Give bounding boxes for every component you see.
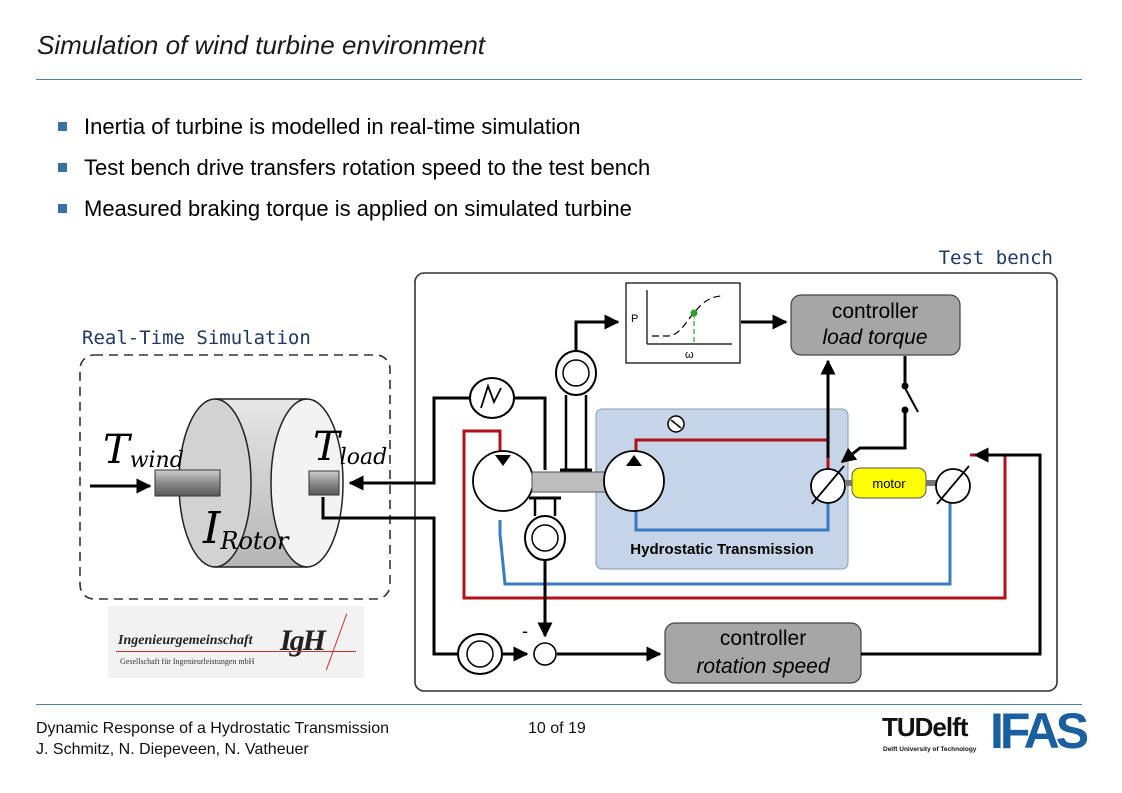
t-wind-symbol: Twind bbox=[103, 427, 184, 473]
page-number: 10 of 19 bbox=[528, 720, 586, 737]
torque-sensor-bottom bbox=[524, 496, 566, 561]
bullet-square-icon bbox=[58, 204, 67, 213]
svg-text:load torque: load torque bbox=[822, 326, 927, 349]
bullet-square-icon bbox=[58, 122, 67, 131]
minus-sign: - bbox=[522, 621, 528, 641]
igh-logo-name: Ingenieurgemeinschaft bbox=[118, 633, 253, 648]
bullet-list: Inertia of turbine is modelled in real-t… bbox=[56, 112, 650, 235]
filter-block bbox=[469, 377, 515, 419]
coupling-shaft bbox=[531, 471, 609, 493]
pump-right bbox=[603, 450, 665, 512]
footer-authors: J. Schmitz, N. Diepeveen, N. Vatheuer bbox=[36, 741, 309, 758]
footer-title: Dynamic Response of a Hydrostatic Transm… bbox=[36, 720, 390, 737]
t-load-symbol: Tload bbox=[313, 424, 387, 470]
bullet-item: Test bench drive transfers rotation spee… bbox=[56, 153, 650, 194]
variable-motor-2 bbox=[935, 465, 971, 505]
svg-text:P: P bbox=[631, 313, 638, 325]
speed-sensor bbox=[457, 633, 503, 675]
footer-divider bbox=[36, 704, 1082, 705]
svg-text:ω: ω bbox=[685, 349, 694, 361]
realtime-frame bbox=[79, 354, 391, 600]
ifas-logo: IFAS bbox=[990, 703, 1089, 759]
controller-load-torque bbox=[790, 294, 961, 356]
igh-logo-mark: IgH bbox=[280, 624, 326, 657]
motor-label: motor bbox=[872, 476, 906, 491]
title-divider bbox=[36, 79, 1082, 80]
pump-left bbox=[472, 450, 534, 512]
igh-logo: Ingenieurgemeinschaft IgH Gesellschaft f… bbox=[108, 606, 364, 678]
torque-sensor-top bbox=[555, 350, 597, 472]
summing-junction bbox=[533, 642, 557, 666]
igh-logo-sub: Gesellschaft für Ingenieurleistungen mbH bbox=[120, 657, 255, 666]
characteristic-curve: P ω bbox=[625, 282, 741, 364]
rotor-drum bbox=[154, 398, 344, 568]
signal-lines bbox=[321, 314, 1042, 662]
realtime-label: Real-Time Simulation bbox=[82, 327, 311, 349]
bullet-item: Inertia of turbine is modelled in real-t… bbox=[56, 112, 650, 153]
test-bench-label: Test bench bbox=[939, 247, 1053, 269]
svg-text:controller: controller bbox=[832, 300, 918, 323]
bullet-square-icon bbox=[58, 163, 67, 172]
svg-text:rotation speed: rotation speed bbox=[696, 655, 830, 678]
tudelft-logo: TUDelft Delft University of Technology bbox=[882, 712, 977, 753]
hydraulic-lines bbox=[462, 429, 1007, 600]
slide-title: Simulation of wind turbine environment bbox=[37, 30, 486, 60]
bullet-item: Measured braking torque is applied on si… bbox=[56, 194, 650, 235]
svg-text:controller: controller bbox=[720, 627, 806, 650]
i-rotor-symbol: IRotor bbox=[202, 503, 290, 555]
hydrostatic-label: Hydrostatic Transmission bbox=[630, 541, 813, 558]
